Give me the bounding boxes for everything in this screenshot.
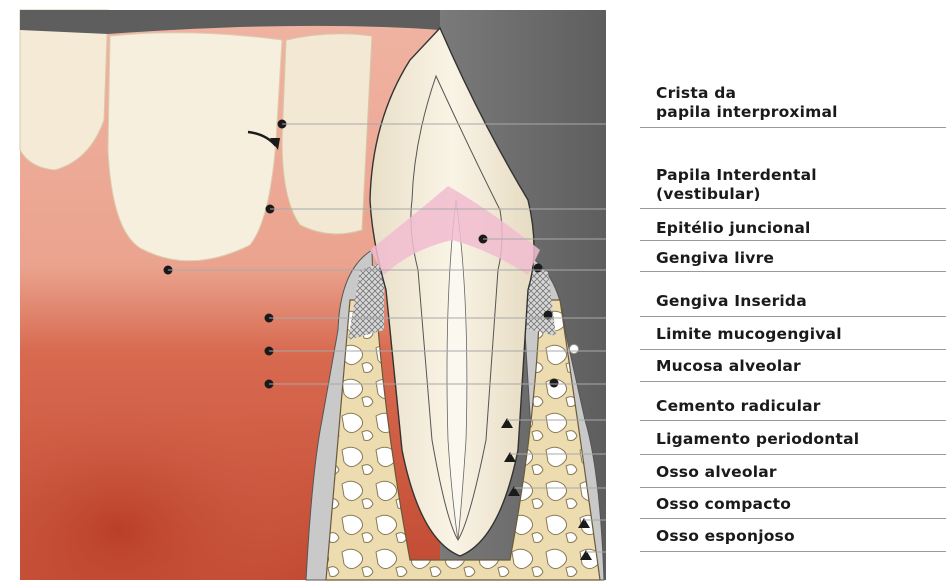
label-papila-line2: (vestibular) <box>656 185 817 204</box>
label-rule <box>640 551 946 552</box>
label-rule <box>640 381 946 382</box>
label-rule <box>640 518 946 519</box>
label-rule <box>640 349 946 350</box>
photo-tooth-center <box>108 33 282 261</box>
label-cemento: Cemento radicular <box>656 397 821 416</box>
label-rule <box>640 208 946 209</box>
label-rule <box>640 127 946 128</box>
label-rule <box>640 271 946 272</box>
marker-limite-section <box>570 345 579 354</box>
label-rule <box>640 316 946 317</box>
marker-gengiva-livre-section <box>534 264 543 273</box>
label-crista-line1: Crista da <box>656 84 838 103</box>
label-papila-line1: Papila Interdental <box>656 166 817 185</box>
label-epitelio: Epitélio juncional <box>656 219 811 238</box>
label-limite: Limite mucogengival <box>656 325 842 344</box>
label-crista: Crista da papila interproximal <box>656 84 838 122</box>
label-rule <box>640 487 946 488</box>
label-crista-line2: papila interproximal <box>656 103 838 122</box>
label-ligamento: Ligamento periodontal <box>656 430 859 449</box>
label-gengiva-inserida: Gengiva Inserida <box>656 292 807 311</box>
label-mucosa: Mucosa alveolar <box>656 357 801 376</box>
label-papila: Papila Interdental (vestibular) <box>656 166 817 204</box>
marker-mucosa-section <box>550 379 559 388</box>
label-rule <box>640 420 946 421</box>
label-rule <box>640 454 946 455</box>
label-osso-esponjoso: Osso esponjoso <box>656 527 795 546</box>
photo-tooth-right <box>282 34 372 234</box>
label-gengiva-livre: Gengiva livre <box>656 249 774 268</box>
label-rule <box>640 240 946 241</box>
label-osso-alveolar: Osso alveolar <box>656 463 777 482</box>
alveolar-mucosa-area <box>20 330 350 580</box>
label-osso-compacto: Osso compacto <box>656 495 791 514</box>
